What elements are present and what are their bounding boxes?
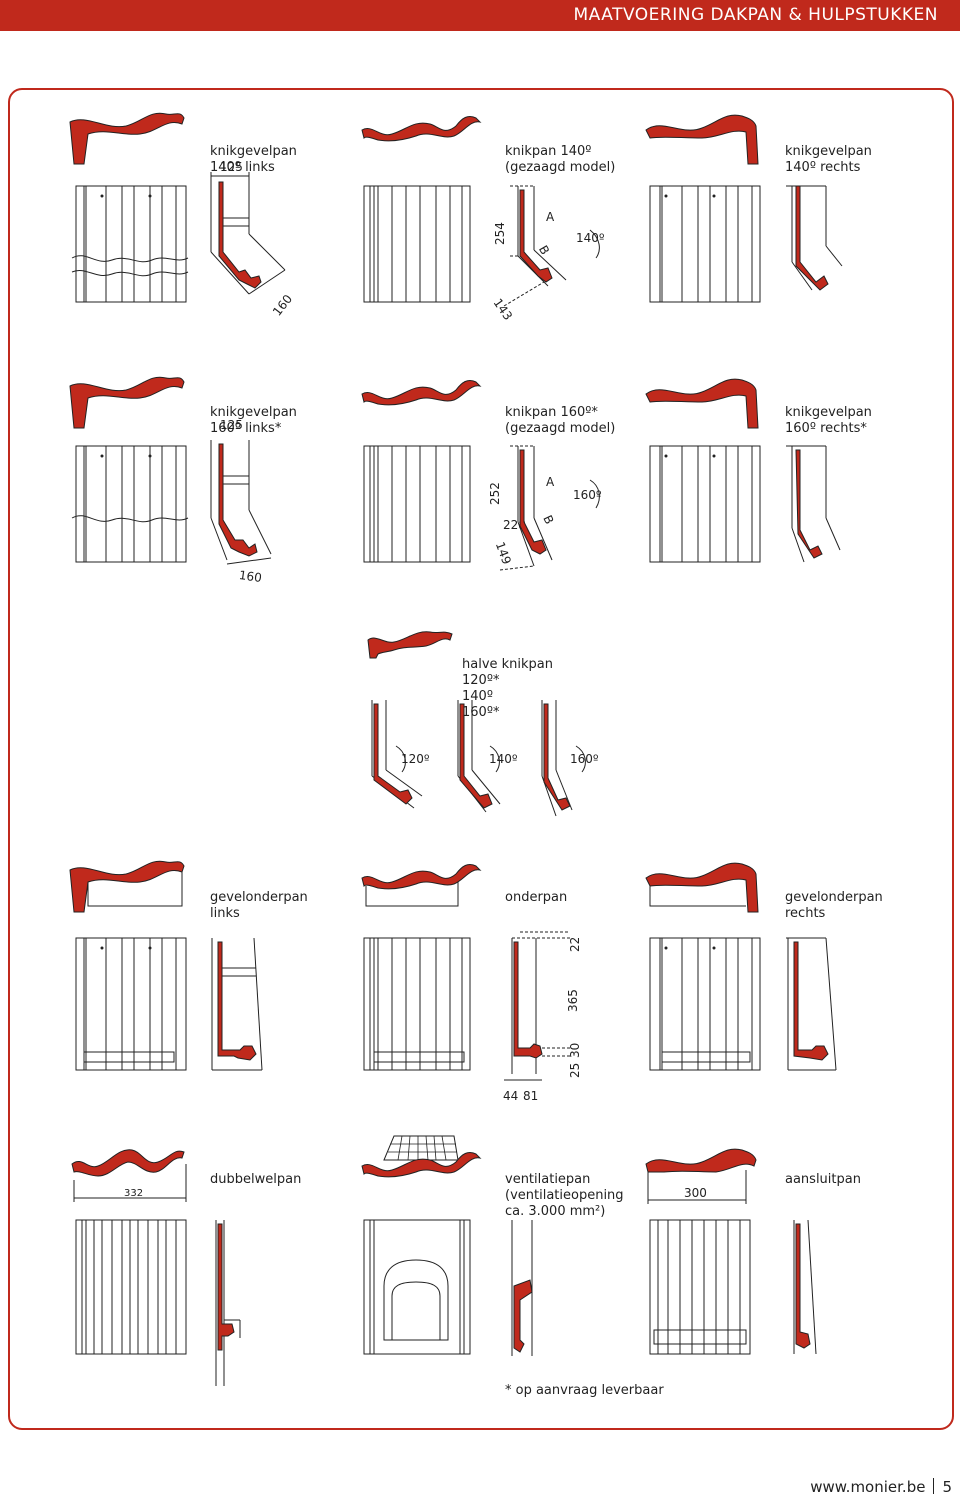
footer-separator [933, 1478, 935, 1494]
tile-side-knik-160-links [210, 440, 272, 565]
profile-dubbelwelpan [71, 1149, 187, 1202]
profile-gevelonderpan-rechts [645, 862, 759, 913]
tile-front-view-4 [71, 445, 189, 563]
dim-angle-160: 160º [573, 488, 602, 502]
tile-side-knikpan-160 [499, 445, 600, 571]
tile-side-aansluitpan [793, 1219, 817, 1355]
tile-side-gevelonderpan-rechts [786, 937, 837, 1071]
dim-a-b: A [546, 475, 555, 489]
tile-front-view-10 [75, 1219, 187, 1355]
tile-side-knik-140-links [210, 172, 286, 295]
profile-knikgevelpan-140-links [69, 112, 185, 165]
tile-front-view-8 [363, 937, 471, 1071]
half-tile-140 [457, 700, 501, 813]
tile-side-ventilatiepan [511, 1220, 533, 1356]
tile-side-knikpan-140 [503, 185, 600, 307]
profile-aansluitpan [645, 1148, 757, 1204]
footer-url: www.monier.be [810, 1478, 926, 1496]
profile-knikgevelpan-140-rechts [645, 114, 759, 165]
label-aansluitpan: aansluitpan [785, 1172, 861, 1187]
tile-front-view-1 [71, 185, 189, 303]
profile-knikpan-140 [361, 115, 482, 142]
half-tile-120 [371, 700, 423, 809]
tile-front-aansluitpan [649, 1219, 751, 1355]
dim-diag-160-b: 160 [238, 568, 263, 586]
tile-side-gevelonderpan-links [211, 937, 263, 1071]
footer: www.monier.be 5 [810, 1478, 952, 1496]
half-tile-160 [541, 700, 586, 817]
tile-front-view-5 [363, 445, 471, 563]
header-bar: MAATVOERING DAKPAN & HULPSTUKKEN [0, 0, 960, 31]
dim-width-81: 81 [523, 1089, 539, 1103]
dim-300: 300 [684, 1186, 707, 1200]
dim-332: 332 [124, 1188, 144, 1199]
tile-front-ventilatiepan [363, 1219, 471, 1355]
tile-side-dubbelwelpan [215, 1220, 241, 1386]
profile-gevelonderpan-links [69, 860, 185, 913]
tile-side-knik-160-rechts [786, 445, 841, 563]
dim-width-125: 125 [220, 160, 243, 174]
footnote: * op aanvraag leverbaar [505, 1383, 664, 1398]
dim-angle-140-half: 140º [489, 752, 518, 766]
tile-front-view-9 [649, 937, 761, 1071]
dim-angle-160-half: 160º [570, 752, 599, 766]
dim-angle-140: 140º [576, 231, 605, 245]
label-knikpan-160: knikpan 160º*(gezaagd model) [505, 405, 616, 436]
profile-halve-knikpan [367, 631, 453, 659]
content-frame [8, 88, 954, 1430]
profile-knikpan-160 [361, 379, 482, 406]
tile-front-view-7 [75, 937, 187, 1071]
dim-width-125-b: 125 [220, 418, 243, 432]
tile-side-knik-140-rechts [786, 185, 843, 291]
page-number: 5 [942, 1478, 952, 1496]
profile-knikgevelpan-160-links [69, 376, 185, 429]
profile-knikgevelpan-160-rechts [645, 378, 759, 429]
profile-onderpan [361, 863, 482, 907]
label-dubbelwelpan: dubbelwelpan [210, 1172, 302, 1187]
profile-ventilatiepan [361, 1135, 482, 1178]
tile-side-onderpan [504, 931, 570, 1081]
tile-front-view-2 [363, 185, 471, 303]
dim-width-44: 44 [503, 1089, 519, 1103]
tile-front-view-6 [649, 445, 761, 563]
dim-angle-120-half: 120º [401, 752, 430, 766]
page-title: MAATVOERING DAKPAN & HULPSTUKKEN [573, 5, 938, 25]
tile-front-view-3 [649, 185, 761, 303]
label-knikpan-140: knikpan 140º(gezaagd model) [505, 144, 616, 175]
dim-a: A [546, 210, 555, 224]
label-onderpan: onderpan [505, 890, 568, 905]
